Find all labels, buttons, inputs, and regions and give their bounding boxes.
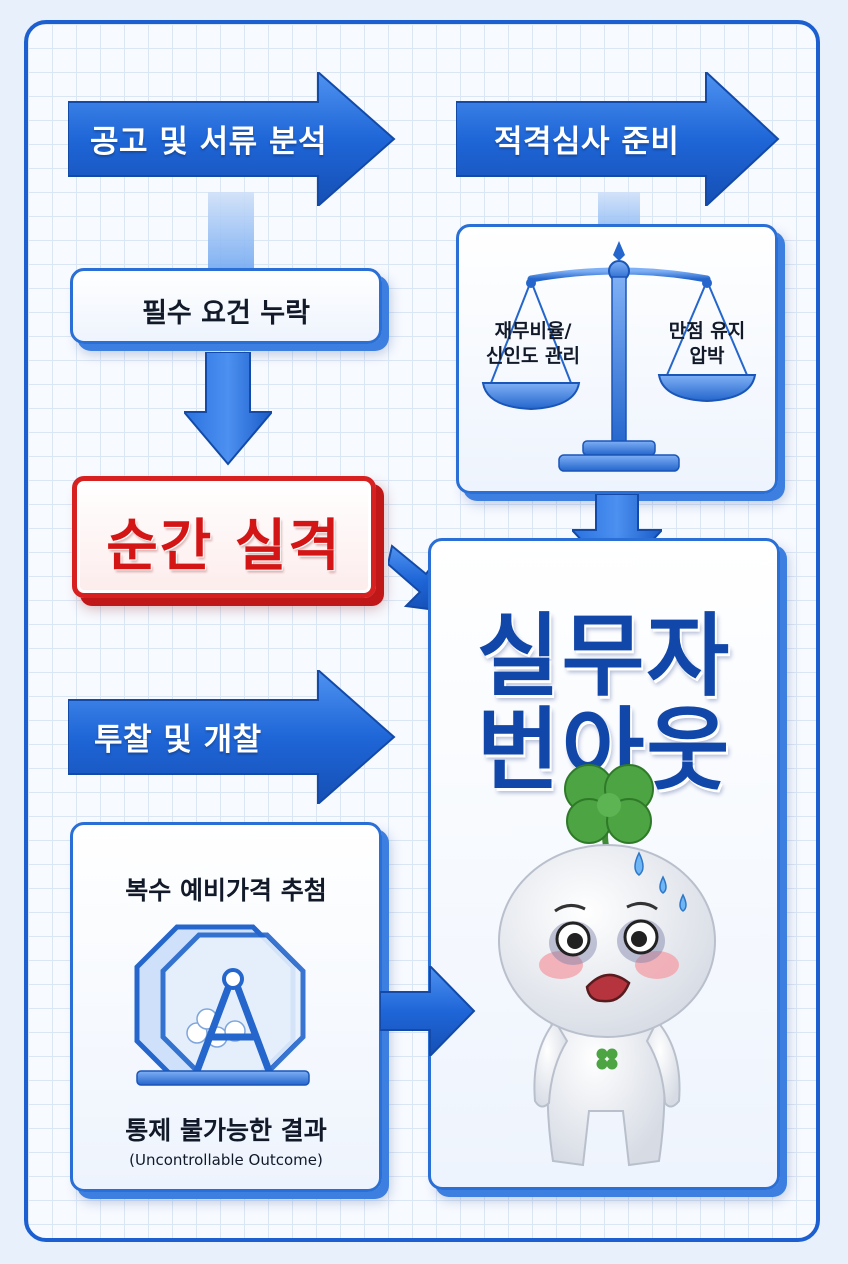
burnout-line1: 실무자: [476, 604, 732, 709]
instant-disqualification-text: 순간 실격: [106, 514, 342, 579]
burnout-panel: 실무자 번아웃: [428, 538, 780, 1190]
step1-label: 공고 및 서류 분석: [90, 124, 328, 160]
step2-arrow: [456, 72, 780, 206]
clover-icon: [564, 764, 654, 849]
step1-connector: [208, 192, 254, 274]
uncontrollable-result: 통제 불가능한 결과: [125, 1116, 327, 1145]
step3-arrow: [68, 670, 396, 804]
step3-label: 투찰 및 개찰: [94, 722, 262, 758]
right-pan-label: 만점 유지 압박: [647, 319, 767, 369]
down-arrow-to-fail: [184, 352, 272, 466]
step1-arrow: [68, 72, 396, 206]
balance-card: 재무비율/ 신인도 관리 만점 유지 압박: [456, 224, 778, 494]
sweat-drop-icon: [634, 851, 687, 912]
lottery-to-burnout-arrow: [380, 966, 476, 1056]
radish-mascot: [498, 764, 716, 1167]
lottery-drum-icon: [134, 924, 310, 1086]
left-pan-label: 재무비율/ 신인도 관리: [473, 319, 593, 369]
step2-label: 적격심사 준비: [494, 124, 680, 160]
left-pan-line1: 재무비율/: [494, 320, 572, 342]
right-pan-line1: 만점 유지: [668, 320, 746, 342]
lottery-card: 복수 예비가격 추첨 통제 불가능한 결과 (Uncontrollable Ou…: [70, 822, 382, 1192]
missing-requirements-text: 필수 요건 누락: [142, 298, 310, 329]
lottery-title: 복수 예비가격 추첨: [125, 876, 327, 905]
uncontrollable-result-en: (Uncontrollable Outcome): [129, 1151, 323, 1169]
missing-requirements-card: 필수 요건 누락: [70, 268, 382, 344]
balance-scale-icon: [481, 241, 757, 472]
instant-disqualification-box: 순간 실격: [72, 476, 376, 598]
left-pan-line2: 신인도 관리: [485, 345, 580, 367]
right-pan-line2: 압박: [689, 345, 725, 367]
